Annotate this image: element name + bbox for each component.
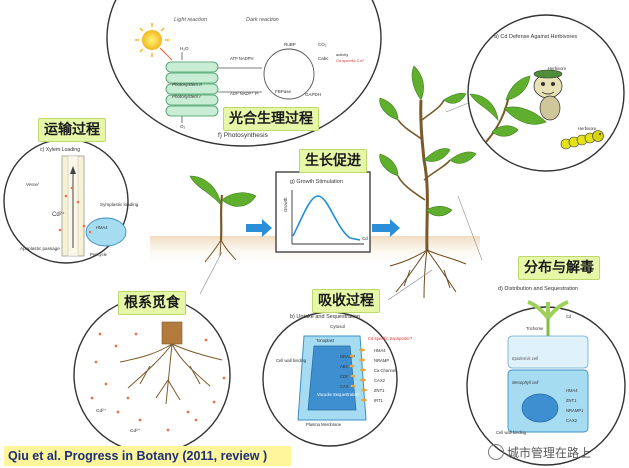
symplastic-label: Symplastic loading [100,202,139,207]
dist-transporter-label: ZNT1 [566,398,577,403]
vac-transporter-label: CDF [340,374,349,379]
growth-xlabel: Cd [362,236,368,241]
pm-transporter-label: NRAMP [374,358,389,363]
h2o-label: H₂O [180,46,189,51]
apoplastic-label: Apoplastic passage [20,246,60,251]
epidermis-label: Epidermis cell [512,356,539,361]
watermark: 城市管理在路上 [488,444,591,461]
pm-transporter-label: IRT1 [374,398,384,403]
fbpase-label: FBPase [275,89,292,94]
mature-plant [379,65,487,301]
growth-curve [292,195,361,241]
label-root-foraging: 根系觅食 [118,291,186,315]
growth-panel: g) Growth Stimulation Growth Cd [275,171,371,253]
distribution-caption: d) Distribution and Sequestration [498,286,578,292]
light-reaction-label: Light reaction [174,17,207,23]
distribution-cd-label: Cd [566,314,572,319]
citation-banner: Qiu et al. Progress in Botany (2011, rev… [4,446,291,466]
sun-icon [135,23,173,61]
defense-panel: a) Cd Defense Against Herbivores Herbivo… [467,14,625,172]
vac-transporter-label: NRAMP [340,354,355,359]
pm-transporter-label: CAX2 [374,378,386,383]
herbivore-label-2: Herbivore [578,126,597,131]
pm-transporter-label: ZNT1 [374,388,385,393]
cabc-label: Cabc [318,56,329,61]
mesophyll-label: Mesophyll cell [512,380,539,385]
plasma-transporters: HMA4 NRAMP Ca Channel CAX2 ZNT1 IRT1 [374,348,396,403]
activity-label: activity [336,52,348,57]
pm-transporter-label: HMA4 [374,348,386,353]
flow-arrow-1 [246,219,272,237]
uptake-caption: b) Uptake and Sequestration [290,314,360,320]
xylem-caption: c) Xylem Loading [40,147,80,153]
tonoplast-label: Tonoplast [316,338,335,343]
photosystem-ii-label: Photosystem II [172,82,203,87]
dist-transporter-label: HMA4 [566,388,578,393]
cd-dots-root [90,332,226,432]
defense-caption: a) Cd Defense Against Herbivores [494,34,577,40]
adp-label: ADP NADP⁺ Pi [230,91,258,96]
growth-caption: g) Growth Stimulation [290,179,343,185]
flow-arrow-2 [372,219,400,237]
root-cd-label-2: Cd²⁺ [130,428,141,434]
label-distribution: 分布与解毒 [518,256,600,280]
vac-transporter-label: CAX [340,384,349,389]
transporter-markers [349,348,367,402]
cd-dots-xylem [58,186,92,234]
seedling-plant [189,175,257,295]
dark-reaction-label: Dark reaction [246,17,279,23]
root-foraging-panel: e) Root Foraging Cd²⁺ Cd²⁺ [73,296,231,454]
label-transport: 运输过程 [38,118,106,142]
pm-transporter-label: Ca Channel [374,368,396,373]
pericycle-label: Pericycle [90,252,108,257]
growth-ylabel: Growth [283,197,288,212]
vacuole-transporters: NRAMP ABC CDF CAX [340,354,355,389]
wechat-icon [488,444,504,460]
label-uptake: 吸收过程 [312,289,380,313]
distribution-cell-wall-label: Cell wall binding [496,430,527,435]
photo-cd-specific-label: Cd specific Cd? [336,58,365,63]
herbivore-icon [533,69,563,121]
vacuole-label: Vacuole Sequestration [317,392,359,397]
uptake-panel: b) Uptake and Sequestration Cytosol Tono… [262,311,413,447]
trichome-icon [527,300,569,336]
xylem-panel: Pericycle HMA4 Vessel Cd²⁺ Symplastic lo… [3,138,139,264]
root-system [119,343,223,405]
root-cd-label-1: Cd²⁺ [96,408,107,414]
uptake-cd-specific-label: Cd specific transporter? [368,336,413,341]
photosynthesis-panel: Light reaction Dark reaction Photosystem… [106,0,382,147]
distribution-transporters: HMA4 ZNT1 NRAMP1 CAX2 [566,388,584,423]
dist-transporter-label: CAX2 [566,418,578,423]
watermark-text: 城市管理在路上 [507,446,592,460]
cytosol-label: Cytosol [330,324,345,329]
o2-label: O₂ [180,124,186,129]
dist-transporter-label: NRAMP1 [566,408,584,413]
uptake-cell-wall-label: Cell wall binding [276,358,307,363]
photosystem-i-label: Photosystem I [172,94,201,99]
vessel-label: Vessel [26,182,39,187]
trichome-label: Trichome [526,326,544,331]
vac-transporter-label: ABC [340,364,349,369]
plasma-membrane-label: Plasma Membrane [306,422,342,427]
thylakoid-stack [165,61,219,117]
label-growth: 生长促进 [299,149,367,173]
distribution-panel: d) Distribution and Sequestration Tricho… [466,286,626,466]
label-photosynthesis: 光合生理过程 [223,107,319,131]
caterpillar-icon [560,130,604,150]
hma4-label-xylem: HMA4 [96,225,108,230]
atp-label: ATP NADPH [230,56,254,61]
cd-label-xylem: Cd²⁺ [52,211,65,218]
photosynthesis-caption: f) Photosynthesis [218,132,269,139]
herbivore-label-1: Herbivore [548,66,567,71]
gapdh-label: GAPDH [305,92,321,97]
rubp-label: RuBP [284,42,296,47]
co2-label: CO₂ [318,42,327,47]
